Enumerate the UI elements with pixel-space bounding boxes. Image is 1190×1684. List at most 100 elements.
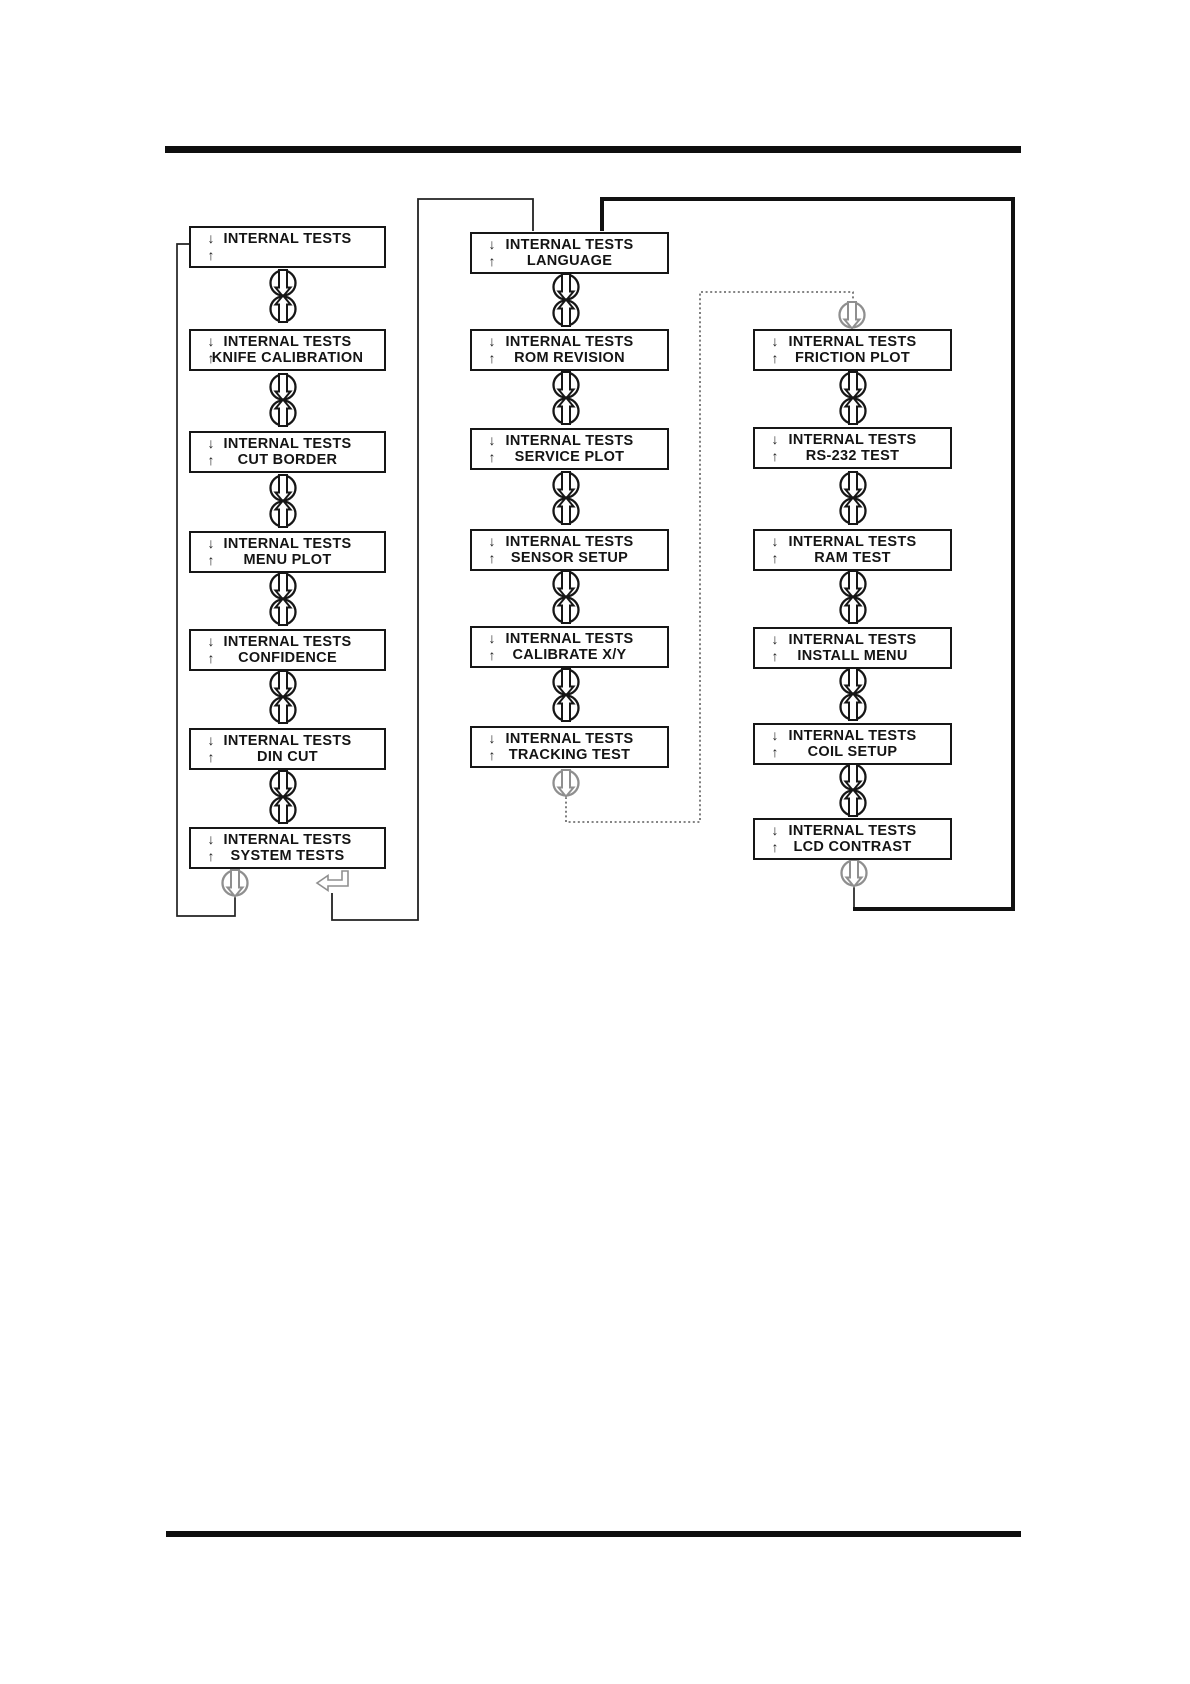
down-arrow-button-icon <box>269 372 297 402</box>
bottom-rule <box>166 1531 1021 1537</box>
lcd-line1: INTERNAL TESTS <box>505 731 634 747</box>
lcd-line2: SERVICE PLOT <box>514 449 625 465</box>
up-arrow-icon: ↑ <box>771 350 779 366</box>
down-arrow-icon: ↓ <box>207 535 215 551</box>
lcd-line2: CONFIDENCE <box>238 650 337 666</box>
lcd-line2: ROM REVISION <box>514 350 625 366</box>
up-arrow-button-icon <box>269 499 297 529</box>
down-arrow-button-icon <box>552 470 580 500</box>
down-arrow-icon: ↓ <box>207 831 215 847</box>
lcd-line1: INTERNAL TESTS <box>788 823 917 839</box>
down-arrow-button-icon <box>269 669 297 699</box>
down-arrow-icon: ↓ <box>771 533 779 549</box>
lcd-text: INTERNAL TESTS RAM TEST <box>755 531 950 569</box>
menu-box-lcd-contrast: ↓↑ INTERNAL TESTS LCD CONTRAST <box>753 818 952 860</box>
up-arrow-icon: ↑ <box>771 744 779 760</box>
lcd-line2: CALIBRATE X/Y <box>512 647 627 663</box>
up-arrow-button-icon <box>839 692 867 722</box>
scroll-arrows: ↓↑ <box>484 432 500 466</box>
lcd-line1: INTERNAL TESTS <box>223 436 352 452</box>
menu-box-friction-plot: ↓↑ INTERNAL TESTS FRICTION PLOT <box>753 329 952 371</box>
up-arrow-icon: ↑ <box>488 253 496 269</box>
scroll-arrows: ↓↑ <box>203 435 219 469</box>
down-arrow-button-icon <box>552 370 580 400</box>
up-arrow-icon: ↑ <box>488 747 496 763</box>
down-arrow-button-icon <box>552 272 580 302</box>
scroll-arrows: ↓↑ <box>203 333 219 367</box>
scroll-arrows: ↓↑ <box>484 236 500 270</box>
lcd-text: INTERNAL TESTS ROM REVISION <box>472 331 667 369</box>
scroll-arrows: ↓↑ <box>203 732 219 766</box>
lcd-line1: INTERNAL TESTS <box>223 334 352 350</box>
scroll-arrows: ↓↑ <box>767 431 783 465</box>
scroll-arrows: ↓↑ <box>484 730 500 764</box>
lcd-line1: INTERNAL TESTS <box>223 634 352 650</box>
down-arrow-icon: ↓ <box>488 333 496 349</box>
menu-box-calibrate-xy: ↓↑ INTERNAL TESTS CALIBRATE X/Y <box>470 626 669 668</box>
up-arrow-icon: ↑ <box>488 647 496 663</box>
lcd-line2: CUT BORDER <box>237 452 338 468</box>
up-arrow-icon: ↑ <box>207 247 215 263</box>
lcd-text: INTERNAL TESTS LCD CONTRAST <box>755 820 950 858</box>
scroll-arrows: ↓↑ <box>203 535 219 569</box>
menu-box-install-menu: ↓↑ INTERNAL TESTS INSTALL MENU <box>753 627 952 669</box>
down-arrow-button-icon <box>839 370 867 400</box>
lcd-line2: RAM TEST <box>814 550 891 566</box>
lcd-text: INTERNAL TESTS SENSOR SETUP <box>472 531 667 569</box>
lcd-line1: INTERNAL TESTS <box>788 632 917 648</box>
menu-box-coil-setup: ↓↑ INTERNAL TESTS COIL SETUP <box>753 723 952 765</box>
menu-box-internal-tests: ↓↑ INTERNAL TESTS <box>189 226 386 268</box>
down-arrow-button-icon-gray <box>221 868 249 898</box>
up-arrow-button-icon <box>269 294 297 324</box>
lcd-line1: INTERNAL TESTS <box>223 231 352 247</box>
down-arrow-icon: ↓ <box>488 236 496 252</box>
scroll-arrows: ↓↑ <box>767 631 783 665</box>
down-arrow-icon: ↓ <box>771 431 779 447</box>
down-arrow-button-icon <box>839 569 867 599</box>
lcd-line2: LCD CONTRAST <box>793 839 912 855</box>
up-arrow-button-icon <box>552 693 580 723</box>
up-arrow-icon: ↑ <box>488 550 496 566</box>
lcd-line1: INTERNAL TESTS <box>505 631 634 647</box>
enter-key-icon <box>315 870 349 893</box>
down-arrow-button-icon <box>269 473 297 503</box>
down-arrow-button-icon <box>552 569 580 599</box>
right-column-loop-line <box>600 197 1015 911</box>
down-arrow-icon: ↓ <box>771 333 779 349</box>
menu-box-menu-plot: ↓↑ INTERNAL TESTS MENU PLOT <box>189 531 386 573</box>
lcd-text: INTERNAL TESTS CONFIDENCE <box>191 631 384 669</box>
scroll-arrows: ↓↑ <box>484 333 500 367</box>
up-arrow-icon: ↑ <box>771 839 779 855</box>
scroll-arrows: ↓↑ <box>203 230 219 264</box>
lcd-line2: SYSTEM TESTS <box>230 848 345 864</box>
lcd-line1: INTERNAL TESTS <box>505 237 634 253</box>
lcd-line1: INTERNAL TESTS <box>505 334 634 350</box>
top-rule <box>165 146 1021 153</box>
lcd-text: INTERNAL TESTS SYSTEM TESTS <box>191 829 384 867</box>
lcd-line1: INTERNAL TESTS <box>788 432 917 448</box>
up-arrow-button-icon <box>269 695 297 725</box>
up-arrow-button-icon <box>552 496 580 526</box>
up-arrow-icon: ↑ <box>771 448 779 464</box>
down-arrow-icon: ↓ <box>771 727 779 743</box>
up-arrow-icon: ↑ <box>488 350 496 366</box>
lcd-text: INTERNAL TESTS LANGUAGE <box>472 234 667 272</box>
scroll-arrows: ↓↑ <box>484 533 500 567</box>
down-arrow-button-icon <box>269 769 297 799</box>
lcd-text: INTERNAL TESTS CUT BORDER <box>191 433 384 471</box>
lcd-text: INTERNAL TESTS FRICTION PLOT <box>755 331 950 369</box>
menu-box-tracking-test: ↓↑ INTERNAL TESTS TRACKING TEST <box>470 726 669 768</box>
up-arrow-button-icon <box>552 298 580 328</box>
down-arrow-button-icon <box>269 571 297 601</box>
down-arrow-icon: ↓ <box>771 631 779 647</box>
up-arrow-icon: ↑ <box>207 350 215 366</box>
menu-box-cut-border: ↓↑ INTERNAL TESTS CUT BORDER <box>189 431 386 473</box>
scroll-arrows: ↓↑ <box>767 533 783 567</box>
lcd-line2: FRICTION PLOT <box>794 350 911 366</box>
lcd-line1: INTERNAL TESTS <box>223 733 352 749</box>
lcd-text: INTERNAL TESTS INSTALL MENU <box>755 629 950 667</box>
up-arrow-icon: ↑ <box>771 648 779 664</box>
down-arrow-button-icon <box>839 470 867 500</box>
menu-box-language: ↓↑ INTERNAL TESTS LANGUAGE <box>470 232 669 274</box>
